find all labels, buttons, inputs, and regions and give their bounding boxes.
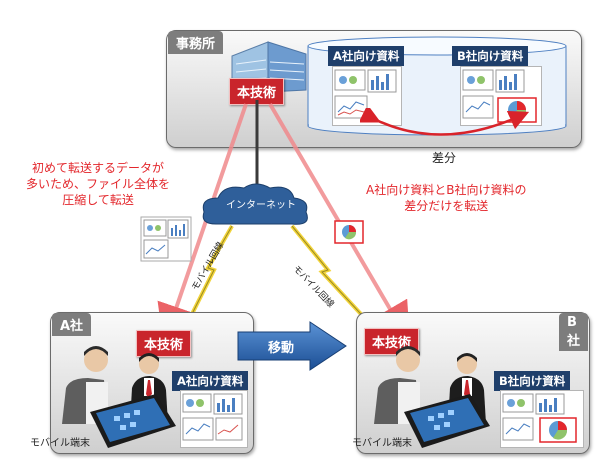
move-arrow (237, 321, 347, 371)
company-a-device-label: モバイル端末 (30, 438, 90, 449)
office-title: 事務所 (168, 31, 224, 54)
diff-label: 差分 (432, 151, 457, 165)
company-a-doc-label: A社向け資料 (172, 371, 249, 391)
company-a-title: A社 (52, 313, 92, 336)
office-doc-b-label: B社向け資料 (452, 46, 529, 66)
left-note-line-3: 圧縮して転送 (62, 193, 134, 207)
company-b-title: B社 (559, 313, 588, 351)
company-a-tablet-icon (90, 394, 176, 448)
company-b-doc-thumbnails (502, 393, 577, 443)
company-a-tech-label: 本技術 (136, 330, 192, 357)
right-note: A社向け資料とB社向け資料の 差分だけを転送 (366, 182, 526, 214)
left-note-line-1: 初めて転送するデータが (32, 161, 165, 175)
internet-label: インターネット (226, 200, 296, 211)
move-label: 移動 (268, 341, 295, 356)
diff-arrow (360, 108, 530, 136)
left-note-line-2: 多いため、ファイル全体を (26, 177, 171, 191)
diff-packet-icon (334, 220, 364, 244)
company-b-meeting-people (374, 346, 486, 424)
company-b-doc-label: B社向け資料 (494, 371, 571, 391)
office-doc-a-label: A社向け資料 (328, 46, 405, 66)
company-a-doc-thumbnails (182, 393, 243, 441)
office-doc-a-thumbnails (334, 69, 397, 119)
left-note: 初めて転送するデータが 多いため、ファイル全体を 圧縮して転送 (26, 160, 170, 208)
right-note-line-1: A社向け資料とB社向け資料の (366, 183, 527, 197)
company-b-tablet-icon (404, 394, 490, 448)
full-file-packet-icon (140, 216, 192, 262)
internet-cloud-icon (202, 183, 308, 225)
right-note-line-2: 差分だけを転送 (404, 199, 489, 213)
company-b-device-label: モバイル端末 (352, 438, 412, 449)
